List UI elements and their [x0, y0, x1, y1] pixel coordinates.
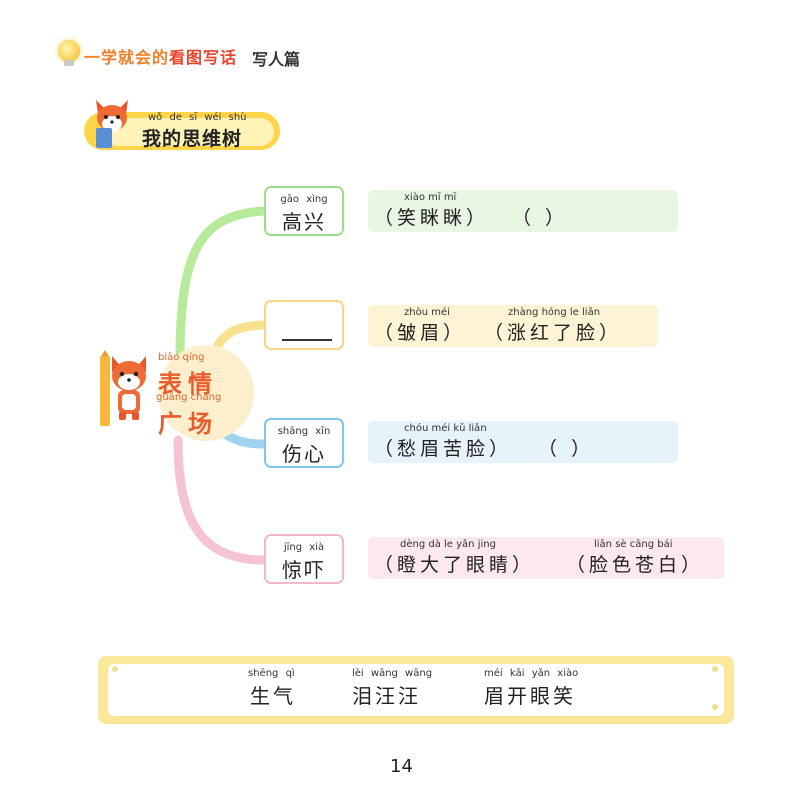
- pencil-tip: [100, 350, 110, 358]
- node-pinyin: shāng xīn: [277, 426, 331, 437]
- word-bank-pinyin: lèi wāng wāng: [352, 668, 433, 679]
- answer-pinyin: liǎn sè cāng bái: [594, 539, 673, 550]
- node-han: 高兴: [282, 210, 326, 234]
- lightbulb-icon: [58, 40, 80, 62]
- node-han: 伤心: [282, 442, 326, 466]
- answer-pinyin: chóu méi kǔ liǎn: [404, 423, 487, 434]
- answer-pinyin: xiào mī mī: [404, 192, 457, 203]
- center-pinyin-top: biǎo qíng: [158, 352, 205, 363]
- answer-blank[interactable]: （ ）: [538, 438, 595, 460]
- lightbulb-base: [64, 60, 74, 66]
- word-bank: [108, 664, 724, 716]
- answer-word: （涨红了脸）: [484, 322, 623, 344]
- center-pinyin-bottom: guǎng chǎng: [156, 392, 222, 403]
- center-circle: [158, 345, 254, 441]
- word-bank-dot: [712, 704, 718, 710]
- word-bank-item[interactable]: 眉开眼笑: [484, 684, 576, 708]
- answer-pinyin: dèng dà le yǎn jing: [400, 539, 496, 550]
- node-gaoxing: gāo xìng 高兴: [264, 186, 344, 236]
- section-name: 写人篇: [252, 50, 301, 69]
- branch-blank: [213, 320, 269, 350]
- answer-bar-gaoxing: [368, 190, 678, 232]
- book-icon: [96, 128, 112, 148]
- node-pinyin: gāo xìng: [280, 194, 328, 205]
- word-bank-dot: [112, 666, 118, 672]
- answer-word: （愁眉苦脸）: [374, 438, 513, 460]
- branch-gaoxing: [175, 206, 269, 365]
- node-blank[interactable]: [264, 300, 344, 350]
- branch-jingxia: [173, 435, 269, 565]
- node-pinyin: [266, 308, 342, 320]
- answer-blank[interactable]: （ ）: [512, 207, 569, 229]
- node-shangxin: shāng xīn 伤心: [264, 418, 344, 468]
- center-han-bottom: 广场: [158, 410, 218, 438]
- fill-in-blank-line: [282, 339, 332, 341]
- answer-pinyin: zhòu méi: [404, 307, 450, 318]
- answer-word: （皱眉）: [374, 322, 467, 344]
- center-han-top: 表情: [158, 370, 218, 398]
- fox-mascot-icon: [112, 356, 146, 420]
- answer-bar-jingxia: [368, 537, 724, 579]
- answer-word: （瞪大了眼睛）: [374, 554, 536, 576]
- word-bank-item[interactable]: 生气: [250, 684, 296, 708]
- answer-pinyin: zhàng hóng le liǎn: [508, 307, 601, 318]
- series-title-part1: 一学就会的: [84, 48, 170, 67]
- series-title: 一学就会的看图写话: [84, 44, 237, 68]
- badge-pinyin: wǒ de sī wéi shù: [148, 112, 247, 123]
- badge-title: 我的思维树: [142, 128, 243, 150]
- answer-bar-blank: [368, 305, 658, 347]
- fox-reading-icon: [96, 100, 128, 132]
- page-number: 14: [390, 756, 413, 777]
- answer-word: （脸色苍白）: [566, 554, 705, 576]
- node-pinyin: jīng xià: [283, 542, 325, 553]
- word-bank-item[interactable]: 泪汪汪: [352, 684, 421, 708]
- pencil-icon: [100, 356, 110, 426]
- word-bank-pinyin: shēng qì: [248, 668, 295, 679]
- word-bank-pinyin: méi kāi yǎn xiào: [484, 668, 579, 679]
- word-bank-dot: [712, 666, 718, 672]
- node-jingxia: jīng xià 惊吓: [264, 534, 344, 584]
- node-han: 惊吓: [282, 558, 326, 582]
- answer-word: （笑眯眯）: [374, 207, 490, 229]
- series-title-emphasis: 看图写话: [169, 48, 238, 67]
- badge-inner: [104, 118, 274, 146]
- answer-bar-shangxin: [368, 421, 678, 463]
